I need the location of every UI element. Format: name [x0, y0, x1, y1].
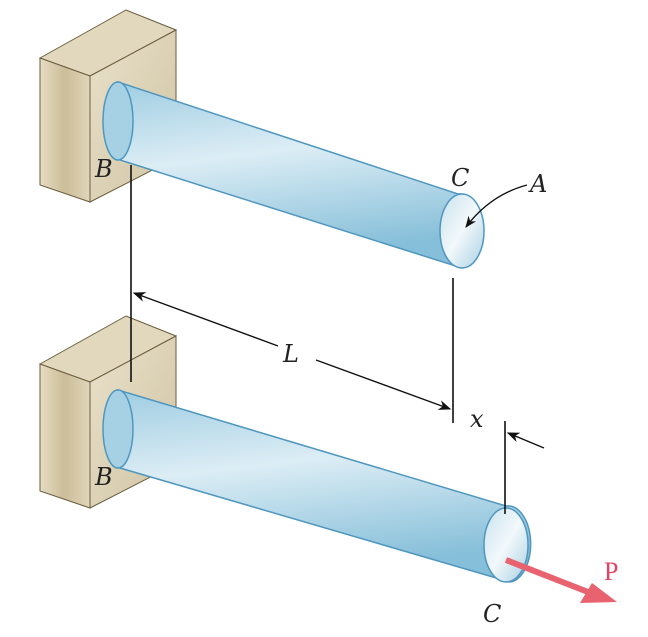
label-l: L	[282, 340, 299, 368]
length-dimension-arrow-right	[315, 359, 452, 410]
force-arrow-p	[504, 557, 617, 603]
bottom-rod	[102, 388, 532, 583]
top-rod	[102, 80, 485, 269]
label-p: P	[604, 557, 618, 586]
displacement-arrow	[506, 432, 545, 449]
label-x: x	[470, 405, 484, 433]
label-b-top: B	[94, 155, 113, 183]
top-rod-end-face	[439, 193, 485, 269]
label-b-bottom: B	[94, 463, 113, 491]
label-a: A	[528, 170, 547, 198]
bottom-rod-end-face	[483, 507, 529, 583]
label-c-bottom: C	[483, 600, 501, 628]
label-c-top: C	[451, 164, 469, 192]
area-pointer-arrow	[465, 184, 528, 228]
length-dimension-arrow-left	[132, 292, 279, 347]
